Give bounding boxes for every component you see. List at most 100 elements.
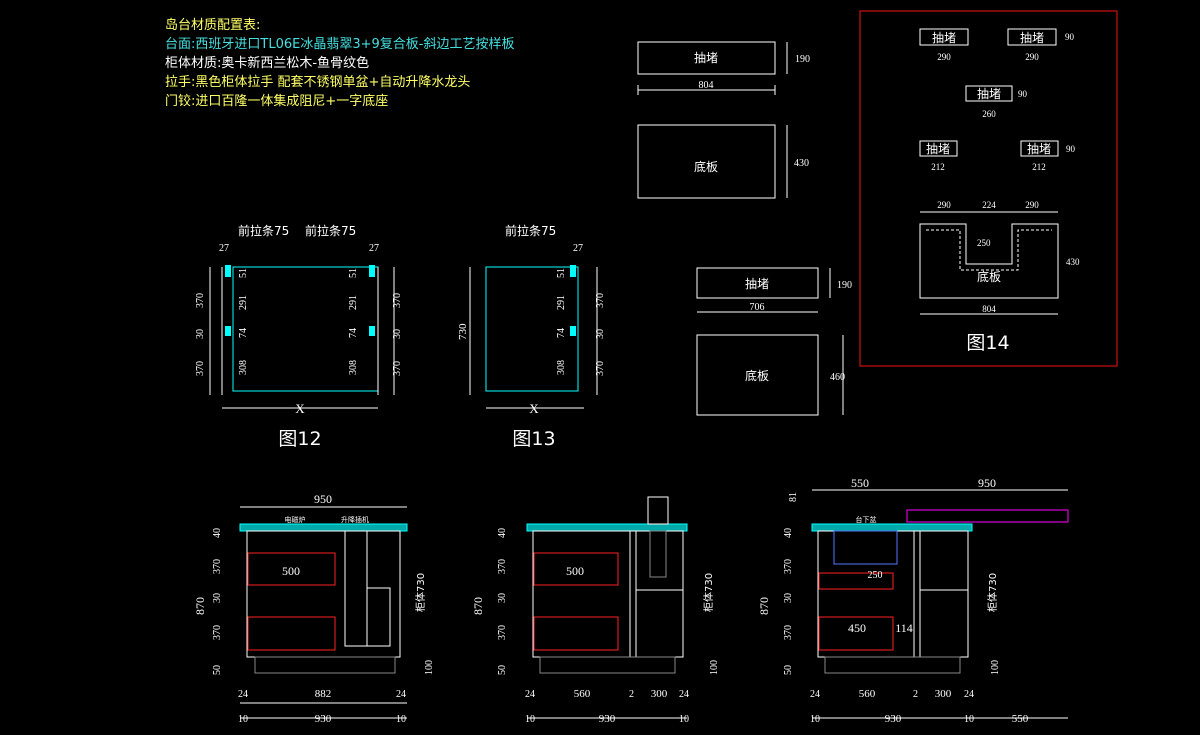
fig12-dim-370-a: 370 (195, 293, 206, 308)
dim-260: 260 (982, 109, 996, 119)
fig12-dim-74-a: 74 (238, 328, 249, 338)
elev2-dim-40: 40 (497, 528, 508, 538)
elev2-dim-500: 500 (566, 564, 584, 578)
dim-190: 190 (795, 54, 810, 65)
elev2-dim-24-b: 24 (679, 689, 689, 700)
fig13-dim-27: 27 (573, 243, 583, 254)
elev1-dim-30: 30 (212, 593, 223, 603)
label-drawer-7: 抽堵 (1027, 142, 1051, 156)
elev3-dim-950: 950 (978, 476, 996, 490)
fig12-dim-291-b: 291 (348, 295, 359, 310)
fig12-dim-30-b: 30 (392, 329, 403, 339)
elev3-dim-30: 30 (783, 593, 794, 603)
elev1-dim-10-b: 10 (396, 714, 406, 725)
fig13-strip: 前拉条75 (505, 223, 556, 238)
label-base-2: 底板 (745, 368, 769, 383)
elev2-dim-370-a: 370 (497, 559, 508, 574)
fig12-dim-51-a: 51 (238, 268, 249, 278)
elev1-lift: 升降插机 (341, 515, 369, 524)
panel-drawer-804 (637, 41, 788, 95)
elev2-dim-370-b: 370 (497, 625, 508, 640)
spec-title: 岛台材质配置表: (165, 18, 261, 33)
dim-804-b: 804 (982, 304, 996, 314)
dim-290-c: 290 (937, 200, 951, 210)
panel-base-804 (637, 124, 788, 199)
fig14-parts (919, 28, 1059, 315)
fig12-dim-30-a: 30 (195, 329, 206, 339)
material-spec-table: 岛台材质配置表: 台面:西班牙进口TL06E冰晶翡翠3+9复合板-斜边工艺按样板… (165, 16, 514, 111)
elev2-dim-300: 300 (651, 688, 668, 700)
dim-250: 250 (977, 238, 991, 248)
fig12-x: X (295, 401, 305, 416)
panel-drawer-706 (696, 267, 831, 313)
elev2-dim-50: 50 (497, 665, 508, 675)
elev1-dim-10-a: 10 (238, 714, 248, 725)
label-drawer: 抽堵 (694, 51, 718, 65)
fig13-x: X (529, 401, 539, 416)
dim-90-a: 90 (1065, 32, 1075, 42)
elev1-induction: 电磁炉 (285, 515, 306, 524)
fig12-dim-308-a: 308 (238, 360, 249, 375)
elev3-dim-550-b: 550 (1012, 713, 1029, 725)
elev3-dim-250: 250 (868, 570, 883, 581)
dim-430-b: 430 (1066, 257, 1080, 267)
fig13-dim-74: 74 (556, 328, 567, 338)
elev1-dim-882: 882 (315, 688, 332, 700)
elev3-dim-300: 300 (935, 688, 952, 700)
fig12-dim-74-b: 74 (348, 328, 359, 338)
elev1-dim-100: 100 (424, 660, 435, 675)
elev3-dim-930: 930 (885, 713, 902, 725)
elev1-cabinet: 柜体730 (414, 573, 427, 612)
elev3-dim-370-b: 370 (783, 625, 794, 640)
dim-290-a: 290 (937, 52, 951, 62)
elev3-sink: 台下盆 (856, 515, 877, 524)
fig13-dim-370-a: 370 (595, 293, 606, 308)
label-drawer-3: 抽堵 (932, 31, 956, 45)
fig12-strip-right: 前拉条75 (305, 223, 356, 238)
elev1-dim-930: 930 (315, 713, 332, 725)
elev3-dim-550: 550 (851, 476, 869, 490)
fig12-dim-370-d: 370 (392, 361, 403, 376)
elevation-2 (526, 496, 688, 719)
elev2-dim-2: 2 (629, 689, 634, 700)
dim-90-c: 90 (1066, 144, 1076, 154)
elev1-dim-500: 500 (282, 564, 300, 578)
elev3-dim-100: 100 (990, 660, 1001, 675)
fig12-dim-370-c: 370 (392, 293, 403, 308)
panel-base-706 (696, 334, 844, 416)
elev2-dim-24-a: 24 (525, 689, 535, 700)
elev1-dim-50: 50 (212, 665, 223, 675)
elev3-dim-10-b: 10 (964, 714, 974, 725)
elev2-dim-30: 30 (497, 593, 508, 603)
elev1-dim-370-b: 370 (212, 625, 223, 640)
elev2-dim-930: 930 (599, 713, 616, 725)
fig12-dim-370-b: 370 (195, 361, 206, 376)
dim-290-b: 290 (1025, 52, 1039, 62)
elev3-dim-370-a: 370 (783, 559, 794, 574)
dim-90-b: 90 (1018, 89, 1028, 99)
elev1-dim-24-b: 24 (396, 689, 406, 700)
elevation-1 (239, 506, 408, 719)
elev3-dim-560: 560 (859, 688, 876, 700)
fig12-dim-27-a: 27 (219, 243, 229, 254)
fig13-drawing (469, 265, 598, 409)
elev3-dim-2: 2 (913, 689, 918, 700)
fig12-dim-27-b: 27 (369, 243, 379, 254)
spec-countertop: 台面:西班牙进口TL06E冰晶翡翠3+9复合板-斜边工艺按样板 (165, 37, 515, 52)
elev3-cabinet: 柜体730 (986, 573, 999, 612)
elev3-dim-24-a: 24 (810, 689, 820, 700)
dim-290-d: 290 (1025, 200, 1039, 210)
dim-190-2: 190 (837, 280, 852, 291)
elev2-dim-870: 870 (471, 597, 485, 615)
fig12-dim-308-b: 308 (348, 360, 359, 375)
elev3-dim-24-b: 24 (964, 689, 974, 700)
elev3-dim-50: 50 (783, 665, 794, 675)
dim-212-b: 212 (1032, 162, 1046, 172)
dim-430: 430 (794, 158, 809, 169)
label-drawer-6: 抽堵 (926, 142, 950, 156)
elev3-dim-81: 81 (788, 492, 799, 502)
elevation-3 (811, 489, 1069, 719)
fig12-dim-291-a: 291 (238, 295, 249, 310)
elev1-dim-870: 870 (193, 597, 207, 615)
spec-handle: 拉手:黑色柜体拉手 配套不锈钢单盆+自动升降水龙头 (165, 75, 471, 90)
